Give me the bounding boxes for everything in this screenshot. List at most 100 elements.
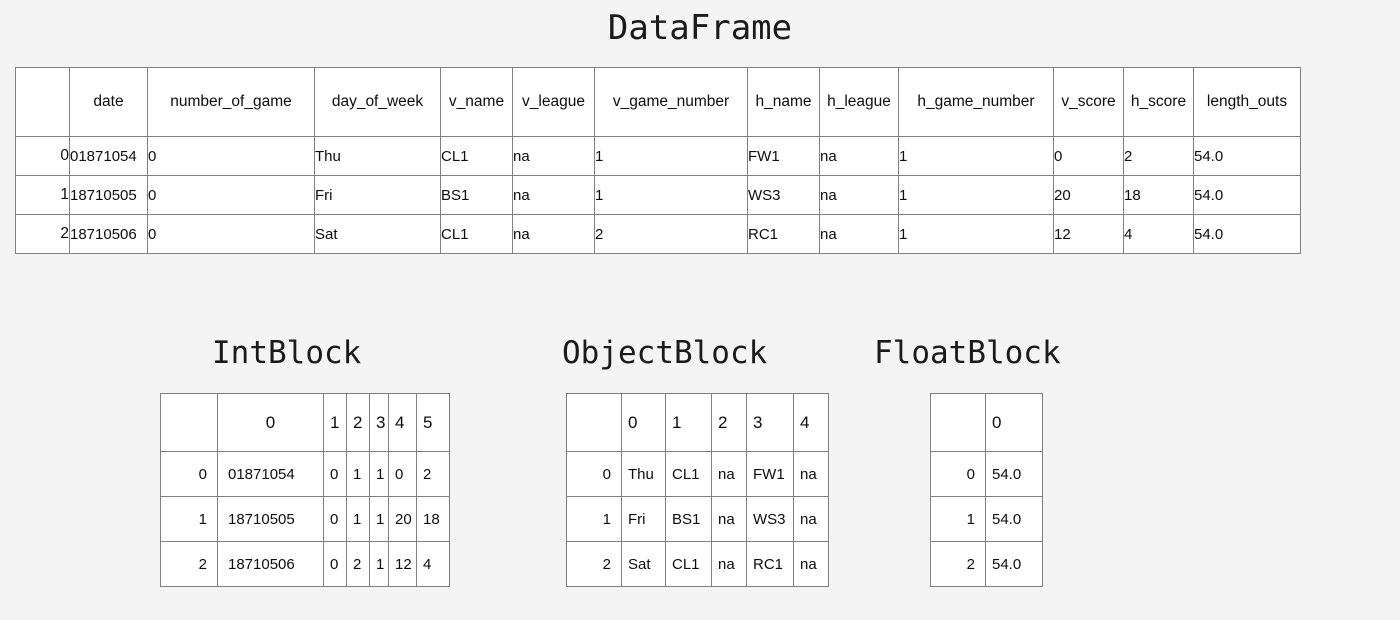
int-block-row-index: 2 — [160, 541, 218, 587]
int-block-cell-1: 0 — [323, 541, 347, 587]
table-row: 2 18710506 0 Sat CL1 na 2 RC1 na 1 12 4 … — [15, 214, 1301, 254]
dataframe-row-index: 0 — [15, 136, 70, 176]
object-block-cell-2: na — [711, 496, 747, 542]
int-block-table: 0 1 2 3 4 5 0 01871054 0 1 1 0 2 1 18710… — [160, 393, 450, 587]
float-block-row-index: 2 — [930, 541, 986, 587]
int-block-cell-3: 1 — [369, 451, 389, 497]
object-block-row-index: 2 — [566, 541, 622, 587]
object-block-cell-2: na — [711, 451, 747, 497]
dataframe-cell-h_name: FW1 — [747, 136, 820, 176]
float-block-title: FloatBlock — [874, 335, 1061, 371]
dataframe-column-header-number_of_game: number_of_game — [147, 67, 315, 137]
table-row: 2 Sat CL1 na RC1 na — [566, 541, 829, 587]
dataframe-cell-h_league: na — [819, 175, 899, 215]
table-row: 1 18710505 0 1 1 20 18 — [160, 496, 450, 542]
object-block-container: 0 1 2 3 4 0 Thu CL1 na FW1 na 1 Fri BS1 … — [566, 393, 829, 587]
dataframe-column-header-day_of_week: day_of_week — [314, 67, 441, 137]
int-block-row-index: 1 — [160, 496, 218, 542]
dataframe-cell-date: 01871054 — [69, 136, 148, 176]
table-row: 1 18710505 0 Fri BS1 na 1 WS3 na 1 20 18… — [15, 175, 1301, 215]
int-block-cell-2: 1 — [346, 496, 370, 542]
dataframe-row-index: 1 — [15, 175, 70, 215]
dataframe-cell-length_outs: 54.0 — [1193, 136, 1301, 176]
object-block-cell-0: Thu — [621, 451, 666, 497]
int-block-cell-1: 0 — [323, 496, 347, 542]
object-block-title: ObjectBlock — [562, 335, 768, 371]
object-block-index-header — [566, 393, 622, 452]
table-row: 0 01871054 0 Thu CL1 na 1 FW1 na 1 0 2 5… — [15, 136, 1301, 176]
object-block-column-header-4: 4 — [793, 393, 829, 452]
object-block-cell-1: BS1 — [665, 496, 712, 542]
dataframe-cell-h_name: RC1 — [747, 214, 820, 254]
float-block-cell-0: 54.0 — [985, 496, 1043, 542]
object-block-cell-3: WS3 — [746, 496, 794, 542]
int-block-title: IntBlock — [212, 335, 362, 371]
dataframe-column-header-h_score: h_score — [1123, 67, 1194, 137]
dataframe-cell-day_of_week: Fri — [314, 175, 441, 215]
int-block-container: 0 1 2 3 4 5 0 01871054 0 1 1 0 2 1 18710… — [160, 393, 450, 587]
dataframe-index-header — [15, 67, 70, 137]
object-block-column-header-2: 2 — [711, 393, 747, 452]
dataframe-cell-h_game_number: 1 — [898, 175, 1054, 215]
dataframe-cell-number_of_game: 0 — [147, 136, 315, 176]
int-block-cell-5: 2 — [416, 451, 450, 497]
int-block-cell-0: 01871054 — [217, 451, 324, 497]
dataframe-cell-h_league: na — [819, 136, 899, 176]
float-block-row-index: 0 — [930, 451, 986, 497]
object-block-cell-2: na — [711, 541, 747, 587]
object-block-cell-4: na — [793, 451, 829, 497]
dataframe-column-header-date: date — [69, 67, 148, 137]
int-block-cell-1: 0 — [323, 451, 347, 497]
dataframe-cell-v_league: na — [512, 175, 595, 215]
dataframe-column-header-length_outs: length_outs — [1193, 67, 1301, 137]
int-block-cell-0: 18710506 — [217, 541, 324, 587]
dataframe-cell-v_game_number: 1 — [594, 136, 748, 176]
dataframe-cell-h_name: WS3 — [747, 175, 820, 215]
int-block-column-header-2: 2 — [346, 393, 370, 452]
object-block-cell-4: na — [793, 496, 829, 542]
dataframe-cell-number_of_game: 0 — [147, 214, 315, 254]
table-row: 0 Thu CL1 na FW1 na — [566, 451, 829, 497]
float-block-header-row: 0 — [930, 393, 1043, 452]
dataframe-column-header-v_league: v_league — [512, 67, 595, 137]
int-block-cell-0: 18710505 — [217, 496, 324, 542]
int-block-index-header — [160, 393, 218, 452]
dataframe-cell-v_name: CL1 — [440, 136, 513, 176]
dataframe-cell-v_league: na — [512, 136, 595, 176]
dataframe-row-index: 2 — [15, 214, 70, 254]
dataframe-cell-h_game_number: 1 — [898, 214, 1054, 254]
int-block-column-header-3: 3 — [369, 393, 389, 452]
dataframe-cell-v_league: na — [512, 214, 595, 254]
int-block-column-header-1: 1 — [323, 393, 347, 452]
dataframe-cell-v_game_number: 1 — [594, 175, 748, 215]
float-block-column-header-0: 0 — [985, 393, 1043, 452]
dataframe-cell-number_of_game: 0 — [147, 175, 315, 215]
object-block-column-header-3: 3 — [746, 393, 794, 452]
object-block-cell-0: Fri — [621, 496, 666, 542]
dataframe-cell-h_score: 4 — [1123, 214, 1194, 254]
table-row: 2 18710506 0 2 1 12 4 — [160, 541, 450, 587]
dataframe-cell-date: 18710505 — [69, 175, 148, 215]
object-block-cell-0: Sat — [621, 541, 666, 587]
object-block-cell-3: FW1 — [746, 451, 794, 497]
int-block-cell-2: 1 — [346, 451, 370, 497]
dataframe-column-header-h_league: h_league — [819, 67, 899, 137]
int-block-cell-3: 1 — [369, 496, 389, 542]
table-row: 0 54.0 — [930, 451, 1043, 497]
table-row: 1 Fri BS1 na WS3 na — [566, 496, 829, 542]
dataframe-cell-day_of_week: Thu — [314, 136, 441, 176]
object-block-cell-3: RC1 — [746, 541, 794, 587]
dataframe-cell-v_score: 20 — [1053, 175, 1124, 215]
dataframe-cell-h_game_number: 1 — [898, 136, 1054, 176]
int-block-header-row: 0 1 2 3 4 5 — [160, 393, 450, 452]
float-block-index-header — [930, 393, 986, 452]
dataframe-table-container: date number_of_game day_of_week v_name v… — [15, 67, 1301, 254]
object-block-column-header-0: 0 — [621, 393, 666, 452]
dataframe-cell-v_name: CL1 — [440, 214, 513, 254]
int-block-cell-3: 1 — [369, 541, 389, 587]
object-block-table: 0 1 2 3 4 0 Thu CL1 na FW1 na 1 Fri BS1 … — [566, 393, 829, 587]
int-block-cell-4: 20 — [388, 496, 417, 542]
int-block-row-index: 0 — [160, 451, 218, 497]
int-block-column-header-5: 5 — [416, 393, 450, 452]
dataframe-cell-v_game_number: 2 — [594, 214, 748, 254]
